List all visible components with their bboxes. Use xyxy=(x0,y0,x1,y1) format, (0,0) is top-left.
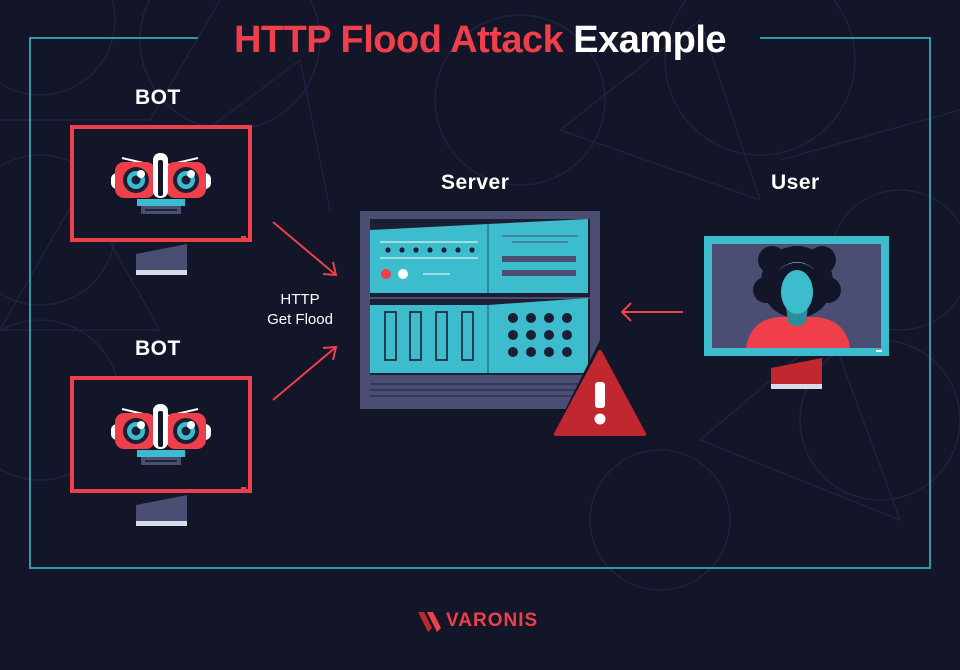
brand-name: VARONIS xyxy=(446,610,539,631)
warning-triangle-icon xyxy=(550,340,650,440)
flood-arrow-bottom xyxy=(272,345,338,401)
user-monitor-icon xyxy=(704,236,889,389)
user-label: User xyxy=(771,171,820,194)
user-avatar xyxy=(746,246,850,348)
server-label: Server xyxy=(441,171,510,194)
bot-top-label: BOT xyxy=(135,86,181,109)
bot-monitor-bottom xyxy=(70,376,252,526)
title-accent: HTTP Flood Attack xyxy=(233,19,564,61)
flood-label-line1: HTTP xyxy=(280,291,320,308)
frame-border xyxy=(29,37,931,569)
bot-face-icon xyxy=(111,404,211,465)
title-rest: Example xyxy=(573,19,727,61)
brand-logo: VARONIS xyxy=(418,608,538,634)
varonis-chevron-logo-icon xyxy=(418,612,441,632)
server-rack-icon xyxy=(360,211,600,409)
bot-face-icon xyxy=(111,153,211,214)
user-request-arrow xyxy=(620,302,683,322)
flood-label-line2: Get Flood xyxy=(267,311,333,328)
bot-monitor-top xyxy=(70,125,252,275)
http-flood-label: HTTP Get Flood xyxy=(250,290,350,330)
flood-arrow-top xyxy=(272,221,338,277)
bot-bottom-label: BOT xyxy=(135,337,181,360)
